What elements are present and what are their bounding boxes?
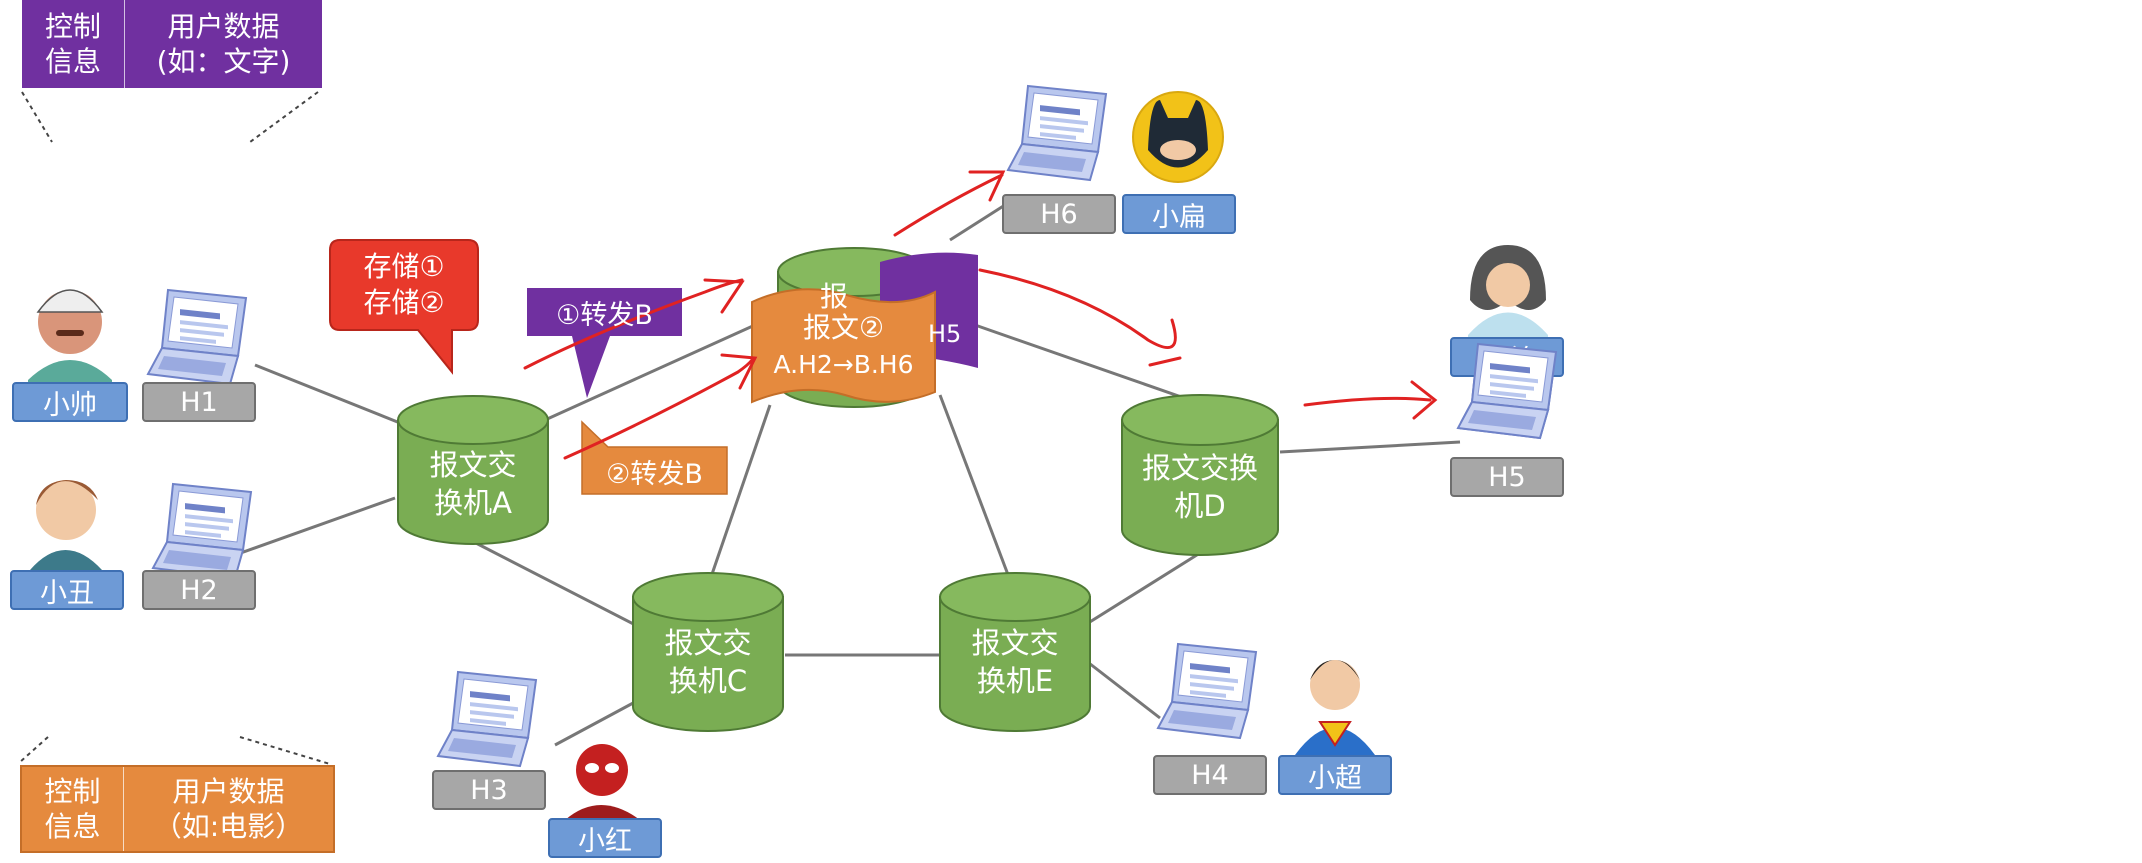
link-b-h6 (949, 203, 1006, 242)
xiaobian-avatar (1132, 91, 1224, 183)
switch-c-cylinder (632, 572, 784, 732)
arrow-b-to-d-head (1148, 356, 1182, 367)
arrow-a-to-b-1-head (703, 278, 745, 314)
host-tag-h5: H5 (1450, 457, 1564, 497)
link-e-d (1084, 551, 1201, 627)
xiaoshuai-avatar (28, 289, 112, 390)
host-tag-h4: H4 (1153, 755, 1267, 795)
arrow-d-to-h5-head (1410, 380, 1438, 420)
header-top-leader-right (249, 91, 319, 143)
switch-a-label: 报文交 换机A (429, 448, 517, 520)
switch-d-cylinder (1121, 394, 1279, 556)
store-callout (329, 239, 479, 375)
host-tag-h1: H1 (142, 382, 256, 422)
link-a-c (469, 538, 646, 632)
link-h3-c (554, 700, 636, 747)
user-tag-xiaochou: 小丑 (10, 570, 124, 610)
host-tag-h2: H2 (142, 570, 256, 610)
xiaochou-avatar (30, 480, 102, 578)
network-links (234, 203, 1461, 747)
user-tag-xiaohong: 小红 (548, 818, 662, 858)
arrow-a-to-b-2-head (720, 353, 758, 390)
xiaohong-avatar (565, 744, 640, 825)
user-tag-xiaochao: 小超 (1278, 755, 1392, 795)
forward2-callout (581, 420, 728, 495)
arrow-b-to-h6-head (968, 170, 1006, 202)
packet-top-data: 用户数据 (如：文字) (156, 10, 291, 78)
link-e-h4 (1084, 658, 1161, 720)
switch-a-cylinder (397, 395, 549, 545)
message-1-label: H5 (928, 320, 962, 348)
host-tag-h6: H6 (1002, 194, 1116, 234)
h3-laptop-icon (437, 671, 537, 767)
switch-e-cylinder (939, 572, 1091, 732)
h6-laptop-icon (1007, 85, 1107, 181)
header-bottom-leader-left (19, 736, 49, 763)
message-2-title: 报文② (802, 311, 885, 344)
switch-c-label: 报文交 换机C (664, 625, 752, 698)
arrow-b-to-h6 (893, 173, 1004, 237)
user-tag-xiaoshuai: 小帅 (12, 382, 128, 422)
forward2-callout-text: ②转发B (606, 458, 703, 490)
switch-b-label-partial: 报 (820, 280, 849, 313)
xiaomei-avatar (1468, 245, 1548, 340)
message-2-route: A.H2→B.H6 (773, 350, 914, 379)
arrow-b-to-d (978, 268, 1177, 350)
h2-laptop-icon (152, 483, 252, 579)
link-b-d (974, 323, 1191, 402)
message-2-banner (751, 288, 936, 404)
packet-bottom-data: 用户数据 （如:电影） (153, 775, 304, 843)
switch-d-label: 报文交换 机D (1141, 450, 1258, 523)
h5-laptop-front (1460, 343, 1557, 439)
packet-header-bottom: 控制 信息 用户数据 （如:电影） (20, 765, 335, 853)
link-b-c (708, 404, 772, 581)
packet-header-top: 控制 信息 用户数据 (如：文字) (22, 0, 322, 88)
store-callout-text: 存储① 存储② (363, 249, 445, 319)
arrow-d-to-h5 (1303, 396, 1432, 407)
link-h2-a (234, 496, 396, 557)
switch-e-label: 报文交 换机E (971, 625, 1059, 698)
link-d-h5 (1279, 440, 1461, 454)
host-tag-h3: H3 (432, 770, 546, 810)
xiaochao-avatar (1295, 660, 1375, 760)
link-h1-a (254, 363, 401, 425)
h4-laptop-icon (1157, 643, 1257, 739)
red-arrows (523, 170, 1438, 460)
user-tag-xiaobian: 小扁 (1122, 194, 1236, 234)
link-b-e (938, 394, 1012, 581)
forward1-callout-text: ①转发B (556, 299, 653, 331)
link-a-b (544, 323, 756, 422)
arrow-a-to-b-1 (523, 278, 744, 370)
arrow-a-to-b-2 (563, 358, 754, 460)
header-top-leader-left (21, 91, 53, 143)
packet-bottom-ctrl: 控制 信息 (22, 767, 124, 851)
h1-laptop-icon (147, 289, 247, 385)
packet-top-ctrl: 控制 信息 (22, 0, 125, 88)
header-bottom-leader-right (239, 736, 331, 765)
